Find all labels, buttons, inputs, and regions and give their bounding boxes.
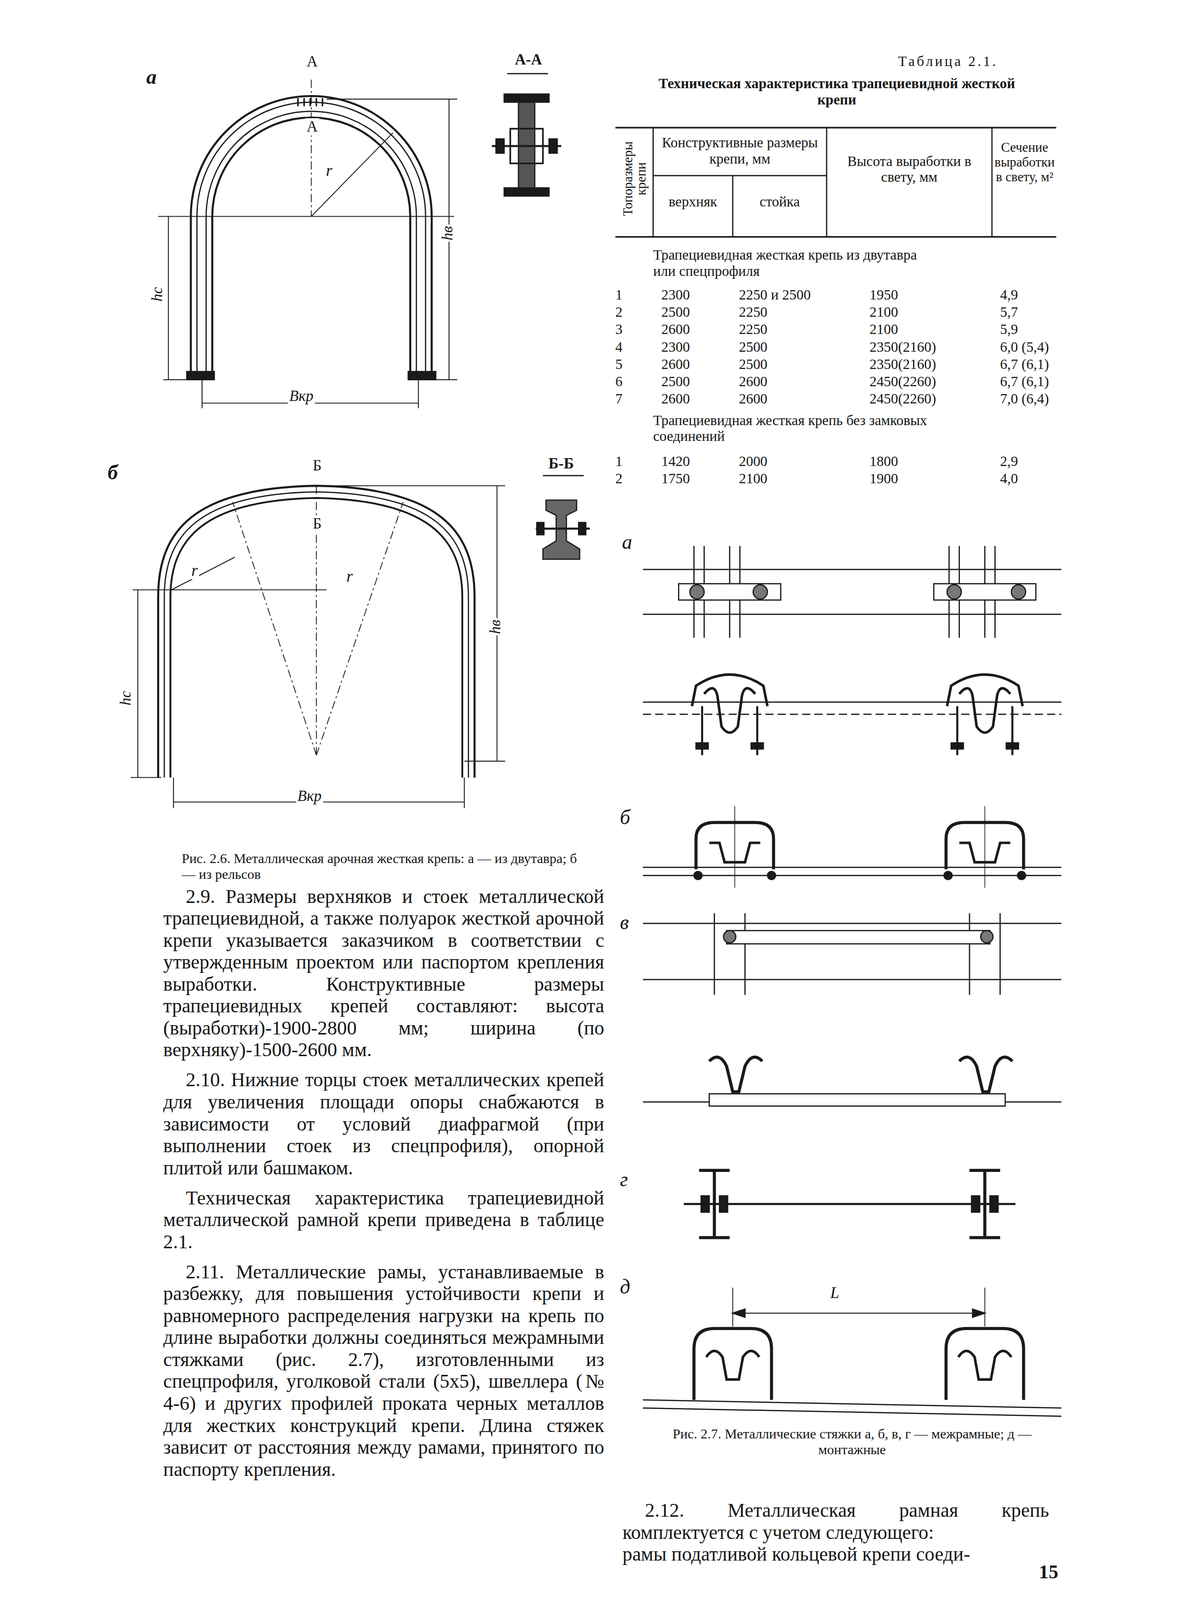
table-cell: 6,7 (6,1): [1000, 373, 1050, 390]
table-cell: 6,7 (6,1): [1000, 356, 1050, 373]
panel-letter: д: [618, 1275, 632, 1299]
table-cell: 1: [615, 453, 623, 470]
table-cell: 3: [615, 321, 623, 338]
table-cell: 2300: [661, 339, 690, 355]
body-paragraph: 2.12. Металлическая рамная крепь комплек…: [622, 1499, 1050, 1544]
figure-caption: Рис. 2.7. Металлические стяжки а, б, в, …: [652, 1426, 1052, 1458]
figure-label: r: [189, 561, 200, 580]
table-section: Трапециевидная жесткая крепь из двутавра…: [652, 246, 939, 279]
tie-e: [643, 1288, 1062, 1417]
section-a-a: [491, 73, 562, 197]
table-cell: 2600: [738, 390, 768, 407]
table-cell: 1750: [661, 470, 690, 487]
table-header: верхняк: [655, 193, 731, 210]
figure-caption: Рис. 2.6. Металлическая арочная жесткая …: [181, 851, 580, 883]
table-cell: 4,0: [1000, 470, 1019, 487]
figure-label: hс: [117, 689, 135, 708]
table-cell: 2600: [661, 356, 690, 373]
table-cell: 2500: [661, 304, 690, 320]
table-cell: 2500: [738, 339, 768, 355]
tie-c: [643, 913, 1062, 1107]
table-header: Топоразмеры крепи: [621, 125, 648, 232]
body-paragraph: 2.9. Размеры верхняков и стоек металличе…: [163, 886, 605, 1062]
table-title: Техническая характеристика трапециевидно…: [652, 75, 1021, 108]
table-cell: 6,0 (5,4): [1000, 339, 1050, 355]
figure-label: hв: [486, 618, 505, 636]
table-cell: 2450(2260): [869, 373, 936, 390]
section-b-b: [535, 475, 590, 560]
table-cell: 2: [615, 470, 623, 487]
figure-label: Bкр: [287, 387, 315, 406]
figure-label: Bкр: [296, 787, 324, 806]
figure-label: hв: [439, 224, 457, 242]
panel-letter: г: [618, 1168, 630, 1192]
body-paragraph: Техническая характеристика трапециевидно…: [163, 1187, 605, 1254]
figure-label: Б-Б: [546, 455, 576, 473]
tie-a: [643, 545, 1062, 756]
page-number: 15: [1038, 1561, 1058, 1584]
figure-label: б: [105, 461, 120, 484]
table-cell: 2250: [738, 304, 768, 320]
table-header: Высота выработки в свету, мм: [828, 153, 990, 186]
body-paragraph: рамы податливой кольцевой крепи соеди-: [622, 1543, 1050, 1567]
table-cell: 2100: [738, 470, 768, 487]
body-paragraph: 2.10. Нижние торцы стоек металлических к…: [163, 1069, 605, 1180]
body-paragraph: 2.11. Металлические рамы, устанавливаемы…: [163, 1261, 605, 1481]
figure-label: r: [344, 567, 355, 586]
figure-label: А-А: [513, 51, 544, 69]
table-cell: 2600: [738, 373, 768, 390]
figure-label: А: [305, 118, 319, 136]
table-cell: 5,9: [1000, 321, 1019, 338]
tie-d: [683, 1170, 1016, 1239]
dimension-label: L: [828, 1283, 841, 1302]
table-header: стойка: [734, 193, 825, 210]
table-cell: 1800: [869, 453, 898, 470]
figure-label: r: [324, 161, 335, 180]
table-header: Сечение выработки в свету, м²: [992, 139, 1057, 185]
table-cell: 7: [615, 390, 623, 407]
figure-label: А: [305, 53, 319, 71]
table-cell: 2: [615, 304, 623, 320]
arch-support-ibeam: [158, 79, 458, 409]
table-section: Трапециевидная жесткая крепь без замковы…: [652, 412, 939, 445]
table-cell: 1900: [869, 470, 898, 487]
table-cell: 2350(2160): [869, 356, 936, 373]
table-cell: 1: [615, 286, 623, 303]
table-cell: 2500: [738, 356, 768, 373]
tie-b: [643, 806, 1062, 888]
table-cell: 2600: [661, 390, 690, 407]
figure-label: Б: [311, 515, 324, 533]
figure-label: Б: [311, 457, 324, 475]
panel-letter: а: [620, 530, 634, 554]
table-cell: 5: [615, 356, 623, 373]
arch-support-rail: [130, 485, 506, 809]
table-cell: 1950: [869, 286, 898, 303]
table-cell: 2,9: [1000, 453, 1019, 470]
table-cell: 2600: [661, 321, 690, 338]
table-cell: 2300: [661, 286, 690, 303]
table-rules: [615, 127, 1057, 238]
table-cell: 4: [615, 339, 623, 355]
table-cell: 5,7: [1000, 304, 1019, 320]
table-cell: 2350(2160): [869, 339, 936, 355]
table-cell: 2500: [661, 373, 690, 390]
panel-letter: в: [618, 911, 631, 934]
table-cell: 1420: [661, 453, 690, 470]
table-cell: 7,0 (6,4): [1000, 390, 1050, 407]
table-cell: 2000: [738, 453, 768, 470]
table-cell: 2250: [738, 321, 768, 338]
table-cell: 2250 и 2500: [738, 286, 811, 303]
table-header: Конструктивные размеры крепи, мм: [655, 134, 825, 167]
table-cell: 2100: [869, 321, 898, 338]
table-cell: 6: [615, 373, 623, 390]
table-cell: 2450(2260): [869, 390, 936, 407]
table-cell: 4,9: [1000, 286, 1019, 303]
figure-label: а: [144, 65, 159, 89]
panel-letter: б: [618, 806, 632, 829]
figure-label: hс: [149, 285, 167, 304]
table-cell: 2100: [869, 304, 898, 320]
table-number: Таблица 2.1.: [897, 53, 998, 69]
